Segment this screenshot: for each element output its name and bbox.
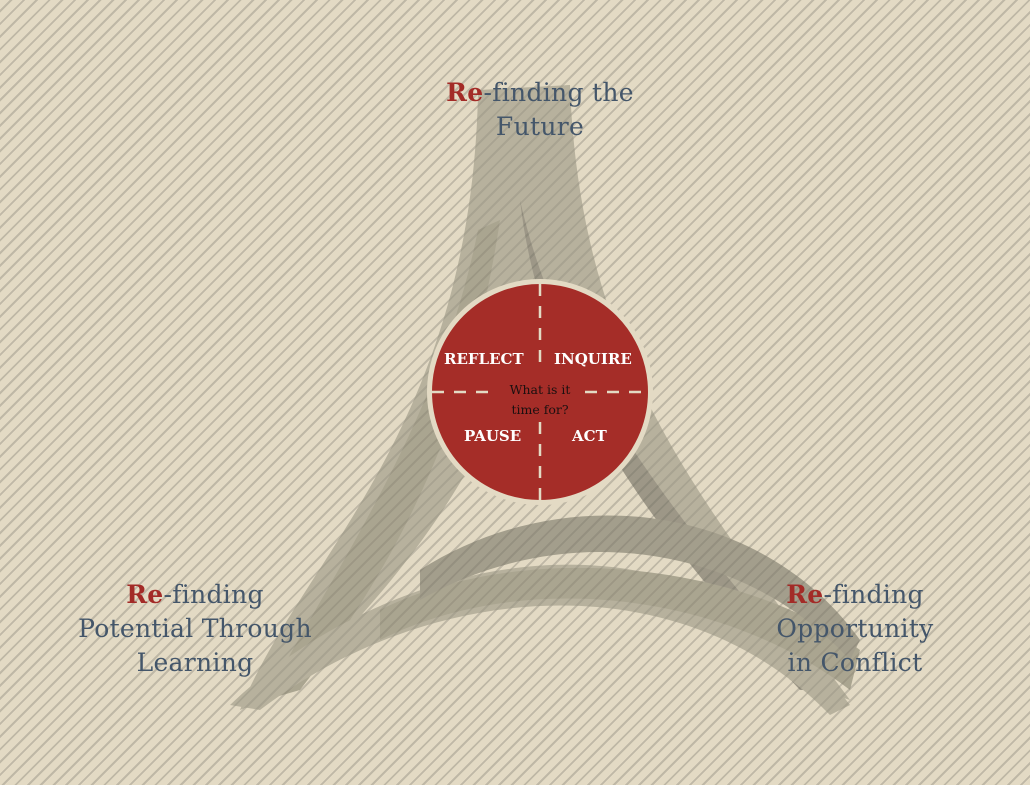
node-left-line2: Potential Through: [78, 614, 312, 643]
quadrant-pause: PAUSE: [464, 427, 522, 445]
ribbon-top-right: [478, 85, 850, 700]
node-right-line2: Opportunity: [776, 614, 934, 643]
center-circle: REFLECT INQUIRE PAUSE ACT What is it tim…: [427, 279, 653, 505]
quadrant-act: ACT: [572, 427, 607, 445]
center-question-line2: time for?: [511, 402, 569, 417]
quadrant-inquire: INQUIRE: [554, 350, 632, 368]
node-right-line3: in Conflict: [787, 648, 923, 677]
node-right-prefix: Re: [786, 580, 824, 609]
center-question-line1: What is it: [509, 382, 571, 397]
ribbon-bottom-mid: [380, 567, 860, 690]
node-left-line3: Learning: [136, 648, 254, 677]
ribbon-left-top-inner: [265, 220, 500, 700]
node-top-line2: Future: [495, 112, 585, 141]
quadrant-reflect: REFLECT: [444, 350, 524, 368]
ribbon-bottom-top: [420, 515, 860, 660]
node-left-label: Re-finding Potential Through Learning: [45, 578, 345, 680]
node-left-line1: -finding: [163, 580, 264, 609]
node-top-line1: -finding the: [483, 78, 634, 107]
node-right-line1: -finding: [823, 580, 924, 609]
node-right-label: Re-finding Opportunity in Conflict: [730, 578, 980, 680]
node-top-label: Re-finding the Future: [395, 76, 685, 144]
quadrant-dividers: [432, 284, 648, 500]
node-top-prefix: Re: [446, 78, 484, 107]
node-left-prefix: Re: [126, 580, 164, 609]
center-question: What is it time for?: [432, 380, 648, 420]
